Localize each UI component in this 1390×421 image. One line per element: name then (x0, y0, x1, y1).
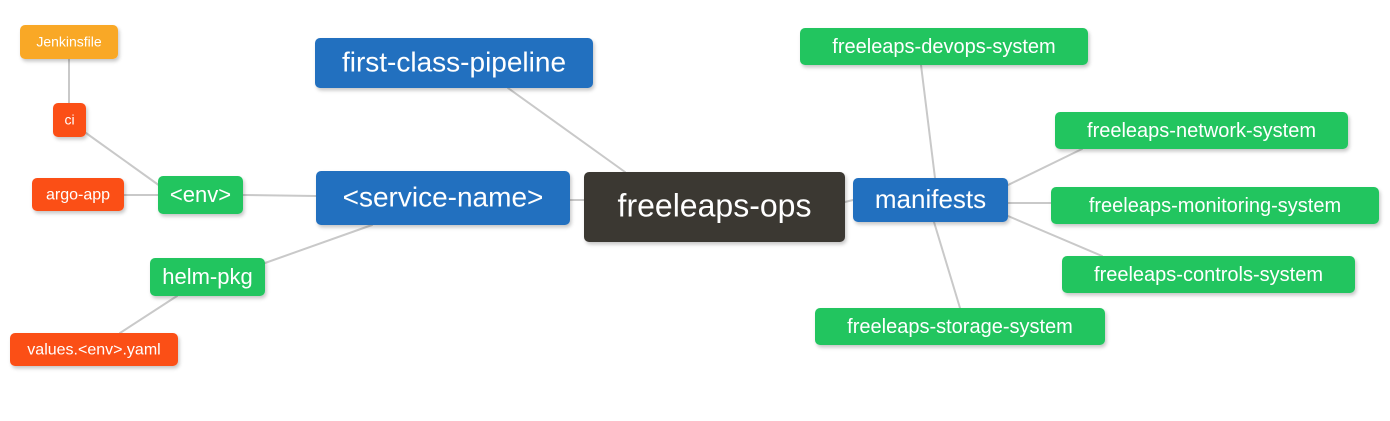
node-box[interactable] (53, 103, 86, 137)
node-box[interactable] (158, 176, 243, 214)
mindmap-edge (933, 221, 961, 309)
node-label: ci (64, 112, 74, 128)
mindmap-node-first-class-pipeline[interactable]: first-class-pipeline (315, 38, 593, 88)
node-label: <env> (170, 182, 231, 207)
node-box[interactable] (150, 258, 265, 296)
nodes-layer: Jenkinsfile ci argo-app <env> helm-pkg values… (10, 25, 1379, 366)
node-box[interactable] (1051, 187, 1379, 224)
mindmap-edge (85, 132, 161, 187)
node-label: first-class-pipeline (342, 46, 566, 77)
node-box[interactable] (1055, 112, 1348, 149)
mindmap-node-manifests[interactable]: manifests (853, 178, 1008, 222)
node-label: freeleaps-ops (618, 187, 812, 223)
mindmap-node-argo-app[interactable]: argo-app (32, 178, 124, 211)
node-label: helm-pkg (162, 264, 252, 289)
node-box[interactable] (815, 308, 1105, 345)
mindmap-edge (1007, 215, 1103, 257)
mindmap-node-freeleaps-controls-system[interactable]: freeleaps-controls-system (1062, 256, 1355, 293)
mindmap-node-jenkinsfile[interactable]: Jenkinsfile (20, 25, 118, 59)
mindmap-node-helm-pkg[interactable]: helm-pkg (150, 258, 265, 296)
mindmap-node-freeleaps-network-system[interactable]: freeleaps-network-system (1055, 112, 1348, 149)
edges-layer (68, 58, 1103, 334)
mindmap-edge (844, 199, 854, 203)
node-box[interactable] (584, 172, 845, 242)
node-box[interactable] (316, 171, 570, 225)
node-label: freeleaps-devops-system (832, 36, 1055, 58)
node-box[interactable] (853, 178, 1008, 222)
mindmap-node-ci[interactable]: ci (53, 103, 86, 137)
mindmap-node-env[interactable]: <env> (158, 176, 243, 214)
node-box[interactable] (800, 28, 1088, 65)
mindmap-edge (242, 194, 317, 197)
node-label: freeleaps-controls-system (1094, 264, 1323, 286)
node-box[interactable] (10, 333, 178, 366)
node-box[interactable] (315, 38, 593, 88)
mindmap-node-freeleaps-devops-system[interactable]: freeleaps-devops-system (800, 28, 1088, 65)
node-box[interactable] (32, 178, 124, 211)
node-label: Jenkinsfile (36, 34, 102, 50)
mindmap-node-freeleaps-monitoring-system[interactable]: freeleaps-monitoring-system (1051, 187, 1379, 224)
node-label: freeleaps-monitoring-system (1089, 195, 1341, 217)
node-label: values.<env>.yaml (27, 342, 160, 359)
mindmap-node-freeleaps-storage-system[interactable]: freeleaps-storage-system (815, 308, 1105, 345)
node-box[interactable] (20, 25, 118, 59)
node-box[interactable] (1062, 256, 1355, 293)
node-label: freeleaps-network-system (1087, 120, 1316, 142)
mindmap-edge (507, 87, 626, 173)
node-label: manifests (875, 184, 986, 214)
mindmap-edge (119, 295, 178, 334)
mindmap-edge (1007, 148, 1083, 186)
node-label: <service-name> (343, 181, 544, 212)
mindmap-node-freeleaps-ops[interactable]: freeleaps-ops (584, 172, 845, 242)
mindmap-node-service-name[interactable]: <service-name> (316, 171, 570, 225)
mindmap-node-values-yaml[interactable]: values.<env>.yaml (10, 333, 178, 366)
node-label: argo-app (46, 187, 110, 204)
mindmap-edge (264, 224, 373, 264)
mindmap-edge (920, 64, 936, 179)
node-label: freeleaps-storage-system (847, 316, 1073, 338)
